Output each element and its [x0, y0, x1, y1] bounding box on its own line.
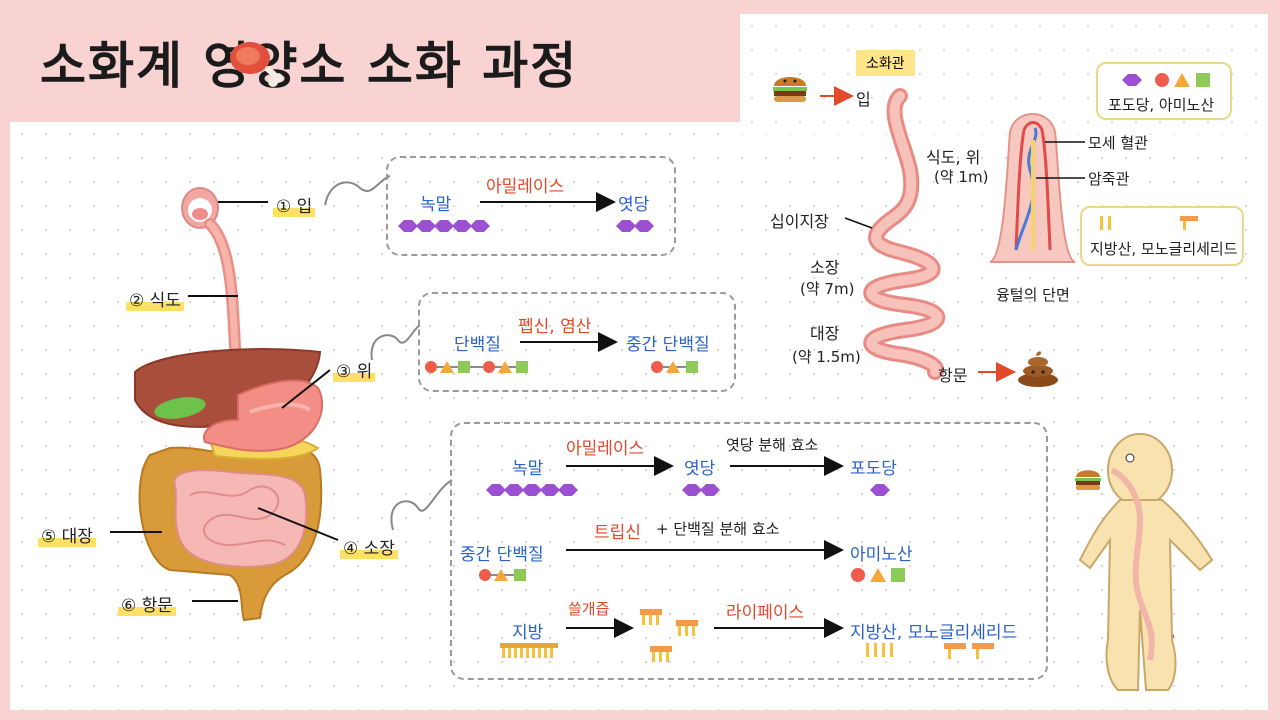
enzyme-pepsin: 펩신, 염산 — [518, 317, 592, 337]
small-intestine-digestion-box — [450, 422, 1048, 680]
fatty-acids-monoglyceride — [866, 643, 994, 659]
fat-molecule — [500, 643, 558, 658]
tract-large: 대장 — [810, 324, 840, 343]
product-peptide: 중간 단백질 — [626, 335, 710, 355]
mouth-digestion-box — [386, 156, 676, 256]
label-stomach: ③ 위 — [333, 357, 376, 382]
label-mouth: ① 입 — [273, 192, 316, 217]
legend2-text: 지방산, 모노글리세리드 — [1090, 240, 1238, 258]
row1-starch: 녹말 — [512, 459, 544, 479]
label-anus: ⑥ 항문 — [118, 591, 176, 616]
starch-chain-2 — [486, 484, 578, 496]
peptide-chain — [651, 361, 698, 373]
row3-fatty-acid: 지방산, 모노글리세리드 — [850, 623, 1018, 643]
starch-chain — [398, 220, 490, 232]
hamburger-icon-small — [1075, 470, 1101, 490]
mouth-icon — [181, 187, 219, 229]
label-large-intestine: ⑤ 대장 — [38, 522, 96, 547]
hamburger-icon — [773, 77, 807, 102]
amino-acids — [851, 568, 905, 582]
label-esophagus: ② 식도 — [126, 286, 184, 311]
tract-esophagus-stomach: 식도, 위 — [926, 148, 981, 167]
legend-bubble-2: 지방산, 모노글리세리드 — [1080, 206, 1244, 266]
enzyme-amylase-mouth: 아밀레이스 — [486, 177, 565, 197]
enzyme-lipase: 라이페이스 — [726, 603, 805, 623]
row2-amino-acid: 아미노산 — [850, 545, 913, 565]
tract-large-len: (약 1.5m) — [792, 348, 861, 366]
row1-glucose: 포도당 — [850, 459, 897, 479]
digestive-tract-illustration — [863, 88, 945, 380]
helper-bile: 쓸개즙 — [568, 600, 610, 618]
villus-cross-section — [989, 113, 1076, 263]
enzyme-protease: + 단백질 분해 효소 — [656, 520, 780, 538]
stomach-shape — [203, 379, 324, 452]
meat-icon — [230, 42, 283, 87]
small-intestine-shape — [173, 469, 308, 568]
tract-small-len: (약 7m) — [800, 280, 855, 298]
maltose-pair-2 — [682, 484, 720, 496]
human-figure — [1078, 433, 1214, 691]
enzyme-maltase: 엿당 분해 효소 — [726, 436, 819, 454]
substrate-protein: 단백질 — [454, 335, 501, 355]
legend-bubble-1: 포도당, 아미노산 — [1096, 62, 1232, 120]
glucose-unit — [870, 484, 890, 496]
row2-peptide: 중간 단백질 — [460, 545, 544, 565]
substrate-starch: 녹말 — [420, 195, 452, 215]
row3-fat: 지방 — [512, 623, 544, 643]
villus-lacteal-label: 암죽관 — [1088, 170, 1130, 188]
digestive-system-illustration — [134, 187, 324, 622]
tract-badge: 소화관 — [856, 50, 915, 76]
legend1-text: 포도당, 아미노산 — [1108, 96, 1215, 114]
tract-anus: 항문 — [938, 366, 968, 385]
emulsified-fat — [640, 609, 698, 662]
product-maltose: 엿당 — [618, 195, 650, 215]
tract-mouth: 입 — [856, 90, 871, 109]
title-text: 소화계 영양소 소화 과정 — [40, 37, 579, 95]
row1-maltose: 엿당 — [684, 459, 716, 479]
peptide-chain-2 — [479, 569, 526, 581]
label-small-intestine: ④ 소장 — [340, 534, 398, 559]
tract-esophagus-len: (약 1m) — [934, 168, 989, 186]
poop-icon — [1018, 351, 1058, 387]
villus-capillary-label: 모세 혈관 — [1088, 134, 1148, 152]
villus-caption: 융털의 단면 — [996, 286, 1070, 304]
maltose-pair — [616, 220, 654, 232]
tract-small: 소장 — [810, 258, 840, 277]
enzyme-trypsin: 트립신 — [594, 523, 641, 543]
tract-duodenum: 십이지장 — [770, 212, 829, 231]
page-title: 소화계 영양소 소화 과정 — [40, 26, 578, 98]
protein-chain — [425, 361, 528, 373]
stomach-digestion-box — [418, 292, 736, 392]
enzyme-amylase-small: 아밀레이스 — [566, 439, 645, 459]
